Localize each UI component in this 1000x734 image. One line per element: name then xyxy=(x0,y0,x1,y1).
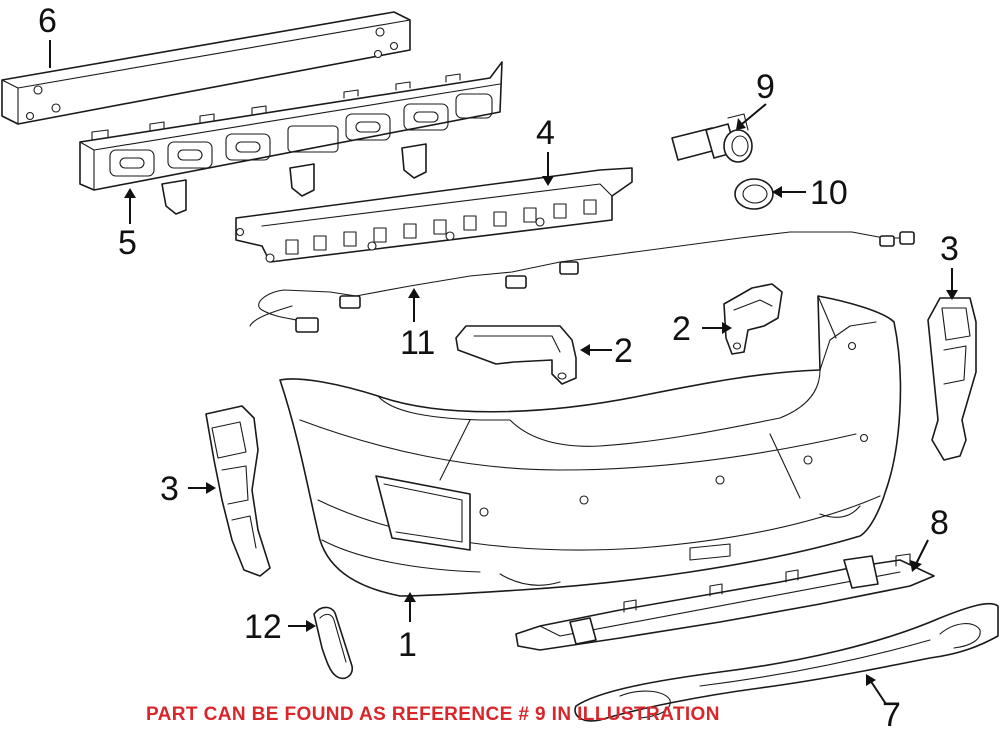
part-11-wiring-harness xyxy=(249,231,915,333)
leader-9-arrow xyxy=(736,118,746,130)
leader-3-right-arrow xyxy=(946,290,958,300)
callout-2-left: 2 xyxy=(614,332,633,370)
reference-note: PART CAN BE FOUND AS REFERENCE # 9 IN IL… xyxy=(146,704,720,725)
callout-5: 5 xyxy=(118,224,137,262)
part-6-reinforcement-bar xyxy=(1,11,411,125)
leader-8 xyxy=(915,539,929,565)
part-2-bracket-left xyxy=(455,325,577,385)
leader-8-arrow xyxy=(910,560,922,572)
leader-5-arrow xyxy=(124,188,136,198)
leader-12-arrow xyxy=(306,620,316,632)
leader-10-arrow xyxy=(772,186,782,198)
leader-11-arrow xyxy=(408,288,420,298)
leader-2-left-arrow xyxy=(580,344,590,356)
callout-11: 11 xyxy=(400,324,436,362)
part-3-side-bracket-right xyxy=(927,297,977,461)
part-12-reflector xyxy=(313,606,354,680)
leader-3-left-arrow xyxy=(206,482,216,494)
callout-10: 10 xyxy=(810,174,848,212)
part-1-bumper-cover xyxy=(279,295,902,597)
leader-4-arrow xyxy=(542,176,554,186)
part-9-park-sensor xyxy=(671,113,753,163)
callout-1: 1 xyxy=(398,626,417,664)
callout-12: 12 xyxy=(244,608,282,646)
part-7-diffuser xyxy=(574,602,999,722)
leader-7-arrow xyxy=(866,674,876,686)
part-5-energy-absorber xyxy=(79,61,503,215)
leader-7 xyxy=(869,679,887,705)
part-10-sensor-ring xyxy=(734,178,774,210)
part-4-bracket-rail xyxy=(235,167,633,263)
callout-9: 9 xyxy=(756,68,775,106)
callout-6: 6 xyxy=(38,2,57,40)
part-2-bracket-right xyxy=(723,283,783,355)
callout-3-left: 3 xyxy=(160,470,179,508)
callout-8: 8 xyxy=(930,504,949,542)
leader-1-arrow xyxy=(404,592,416,602)
callout-7: 7 xyxy=(882,696,901,734)
callout-4: 4 xyxy=(536,114,555,152)
leader-9 xyxy=(741,103,767,125)
leader-lines xyxy=(49,40,958,705)
callout-3-right: 3 xyxy=(940,230,959,268)
callout-2-right: 2 xyxy=(672,310,691,348)
leader-2-right-arrow xyxy=(722,322,732,334)
part-3-side-bracket-left xyxy=(205,405,271,577)
part-8-lower-valance xyxy=(515,553,935,651)
